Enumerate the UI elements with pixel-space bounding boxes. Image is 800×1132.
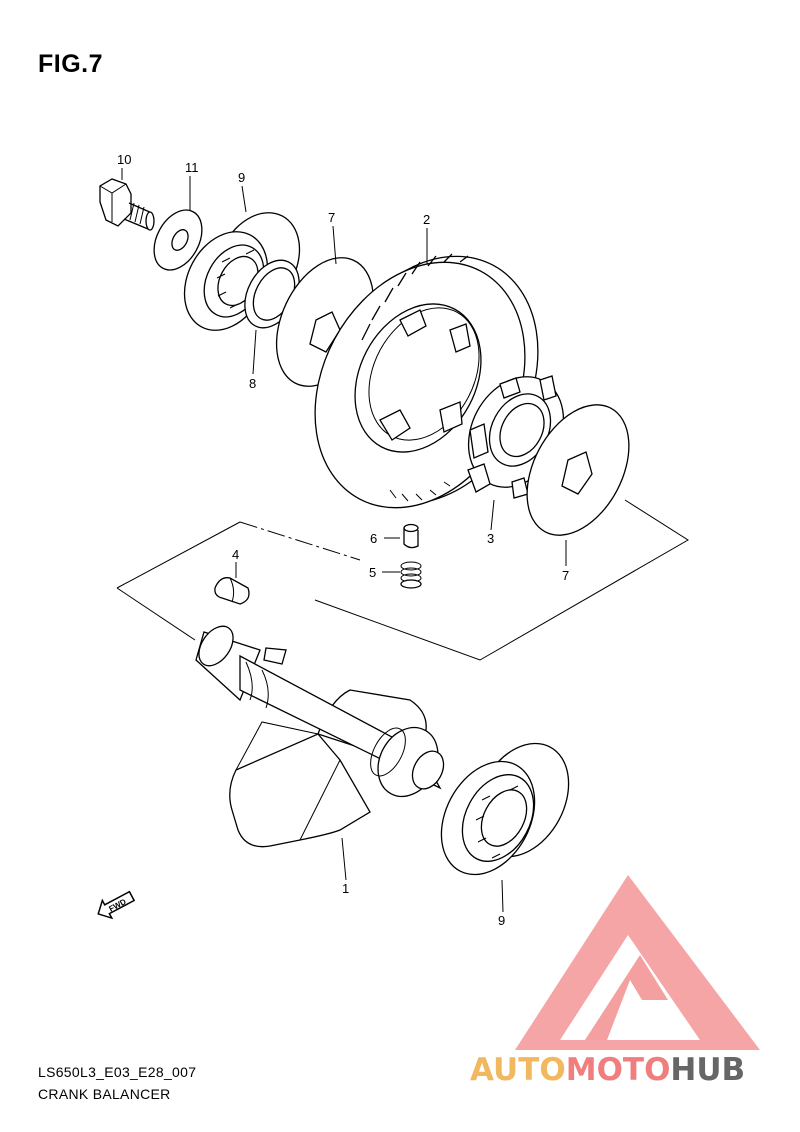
svg-text:AUTOMOTOHUB: AUTOMOTOHUB [470,1052,745,1088]
watermark-part-moto: MOTO [566,1052,671,1088]
watermark-part-hub: HUB [670,1052,745,1088]
callout-11: 11 [185,160,199,175]
callout-10: 10 [117,152,131,167]
fwd-arrow-icon: FWD [97,890,136,920]
callout-6: 6 [370,531,377,546]
callout-4: 4 [232,547,239,562]
callout-3: 3 [487,531,494,546]
callout-5: 5 [369,565,376,580]
callout-7-upper: 7 [328,210,335,225]
lower-bearing-part [440,742,570,876]
callout-8: 8 [249,376,256,391]
washer-part [153,209,203,271]
callout-9-lower: 9 [498,913,505,928]
callout-7-lower: 7 [562,568,569,583]
watermark-logo: AUTOMOTOHUB [470,875,760,1088]
watermark-part-auto: AUTO [470,1052,566,1088]
leader-lines [121,168,567,913]
driven-gear-part [314,253,539,509]
pin-part [403,523,419,549]
bolt-part [99,178,155,231]
spring-part [400,561,422,589]
callout-2: 2 [423,212,430,227]
lower-thrust-washer-part [526,404,630,536]
balancer-shaft-part [195,625,445,848]
reference-line [116,521,241,589]
key-part [214,577,250,605]
drawing-code: LS650L3_E03_E28_007 [38,1064,197,1080]
callout-1: 1 [342,881,349,896]
callout-numbers: 10 11 9 7 2 8 6 3 5 7 4 1 9 [117,152,569,928]
drawing-caption: CRANK BALANCER [38,1086,171,1102]
figure-title: FIG.7 [38,50,104,78]
callout-9-upper: 9 [238,170,245,185]
